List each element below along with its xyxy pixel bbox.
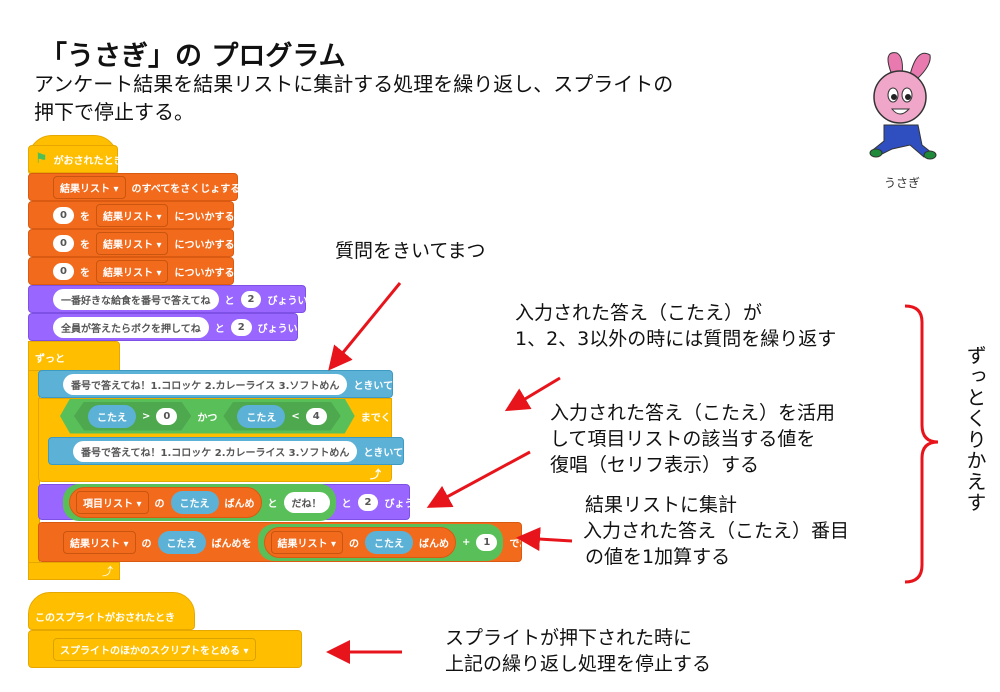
page-subtitle: アンケート結果を結果リストに集計する処理を繰り返し、スプライトの押下で停止する。 — [34, 70, 673, 126]
ask-and-wait-block[interactable]: 番号で答えてね！1.コロッケ 2.カレーライス 3.ソフトめんときいてまつ — [48, 437, 423, 465]
secs-input[interactable]: 2 — [240, 290, 262, 308]
forever-end: ⤴ — [28, 562, 120, 580]
list-dropdown[interactable]: 結果リスト ▾ — [63, 530, 136, 554]
answer-reporter[interactable]: こたえ — [157, 530, 206, 554]
value-input[interactable]: 4 — [306, 408, 327, 425]
loop-arrow-icon: ⤴ — [370, 468, 381, 481]
arrow-tally — [516, 527, 573, 552]
item-of-list-reporter[interactable]: 結果リスト ▾のこたえばんめ — [263, 526, 457, 558]
rabbit-icon — [869, 52, 937, 160]
block-label: と — [214, 323, 225, 335]
forever-brace — [904, 304, 939, 584]
greater-than-operator[interactable]: こたえ>0 — [74, 402, 191, 431]
list-dropdown[interactable]: 項目リスト ▾ — [76, 490, 149, 514]
secs-input[interactable]: 2 — [230, 318, 252, 336]
question-input[interactable]: 番号で答えてね！1.コロッケ 2.カレーライス 3.ソフトめん — [63, 373, 348, 395]
note-stop: スプライトが押下された時に上記の繰り返し処理を停止する — [445, 627, 712, 675]
join-operator[interactable]: 項目リスト ▾のこたえばんめとだね！ — [63, 483, 336, 521]
list-dropdown[interactable]: 結果リスト ▾ — [95, 231, 169, 255]
arrow-ask — [328, 282, 402, 371]
page-title: 「うさぎ」の プログラム — [40, 41, 346, 72]
list-dropdown[interactable]: 結果リスト ▾ — [53, 175, 126, 199]
add-operator[interactable]: 結果リスト ▾のこたえばんめ+1 — [257, 523, 504, 561]
block-label: を — [79, 267, 90, 279]
block-label: このスプライトがおされたとき — [35, 613, 175, 624]
block-label: のすべてをさくじょする — [131, 183, 241, 195]
block-label: かつ — [197, 412, 218, 424]
value-input[interactable]: 0 — [53, 262, 74, 280]
stop-option-dropdown[interactable]: スプライトのほかのスクリプトをとめる ▾ — [53, 637, 256, 661]
loop-arrow-icon: ⤴ — [102, 565, 113, 578]
subtitle-line: アンケート結果を結果リストに集計する処理を繰り返し、スプライトの — [34, 72, 674, 96]
stop-block[interactable]: スプライトのほかのスクリプトをとめる ▾ — [28, 630, 302, 668]
value-input[interactable]: 1 — [476, 533, 498, 551]
list-dropdown[interactable]: 結果リスト ▾ — [95, 203, 169, 227]
rabbit-character: うさぎ — [862, 45, 942, 190]
block-label: がおされたとき — [53, 155, 124, 167]
message-input[interactable]: 一番好きな給食を番号で答えてね — [53, 288, 219, 310]
secs-input[interactable]: 2 — [357, 493, 379, 511]
arrow-repeat — [504, 376, 561, 412]
value-input[interactable]: 0 — [53, 234, 74, 252]
block-label: びょういう — [267, 295, 318, 307]
arrow-say — [426, 450, 531, 508]
block-label: と — [341, 498, 352, 510]
repeat-until-header: こたえ>0 かつ こたえ<4 までくりかえす — [38, 400, 431, 432]
block-label: ときいてまつ — [353, 380, 413, 392]
and-operator[interactable]: こたえ>0 かつ こたえ<4 — [60, 399, 355, 434]
answer-reporter[interactable]: こたえ — [170, 490, 219, 514]
note-ask: 質問をきいてまつ — [335, 240, 486, 262]
block-label: びょういう — [384, 498, 435, 510]
block-label: についかする — [174, 239, 235, 251]
block-label: でおきかえ — [509, 538, 521, 550]
forever-block[interactable]: ずっと — [28, 341, 120, 371]
subtitle-line: 押下で停止する。 — [34, 100, 194, 124]
block-label: についかする — [174, 211, 235, 223]
sprite-clicked-hat-block[interactable]: このスプライトがおされたとき — [28, 592, 195, 630]
green-flag-icon: ⚑ — [35, 151, 48, 167]
list-dropdown[interactable]: 結果リスト ▾ — [270, 530, 344, 554]
answer-reporter[interactable]: こたえ — [88, 405, 136, 428]
answer-reporter[interactable]: こたえ — [237, 405, 285, 428]
block-label: を — [79, 239, 90, 251]
value-input[interactable]: 0 — [156, 408, 177, 425]
green-flag-hat-block[interactable]: ⚑ がおされたとき — [28, 145, 124, 173]
character-name: うさぎ — [883, 176, 920, 190]
item-of-list-reporter[interactable]: 項目リスト ▾のこたえばんめ — [69, 486, 262, 518]
block-label: ずっと — [35, 354, 65, 365]
note-say: 入力された答え（こたえ）を活用して項目リストの該当する値を復唱（セリフ表示）する — [550, 402, 836, 476]
value-input[interactable]: 0 — [53, 206, 74, 224]
answer-reporter[interactable]: こたえ — [365, 530, 414, 554]
block-label: と — [224, 295, 235, 307]
block-label: までくりかえす — [360, 412, 431, 424]
text-input[interactable]: だね！ — [283, 491, 330, 513]
delete-all-block[interactable]: 結果リスト ▾ のすべてをさくじょする — [28, 173, 241, 201]
less-than-operator[interactable]: こたえ<4 — [223, 402, 340, 431]
block-label: についかする — [174, 267, 235, 279]
block-label: を — [79, 211, 90, 223]
message-input[interactable]: 全員が答えたらボクを押してね — [53, 316, 209, 338]
list-dropdown[interactable]: 結果リスト ▾ — [95, 259, 169, 283]
note-tally: 結果リストに集計入力された答え（こたえ）番目の値を1加算する — [583, 494, 850, 568]
question-input[interactable]: 番号で答えてね！1.コロッケ 2.カレーライス 3.ソフトめん — [73, 440, 358, 462]
ask-and-wait-block[interactable]: 番号で答えてね！1.コロッケ 2.カレーライス 3.ソフトめんときいてまつ — [38, 370, 413, 398]
block-label: びょういう — [257, 323, 308, 335]
block-label: ときいてまつ — [363, 447, 423, 459]
note-forever: ずっとくりかえす — [963, 345, 987, 513]
